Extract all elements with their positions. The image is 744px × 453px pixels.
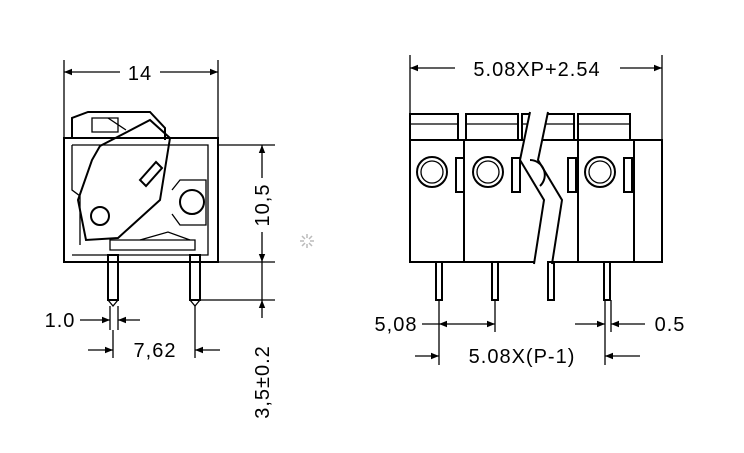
side-pin-left [107, 254, 119, 301]
front-slot-3 [567, 157, 577, 193]
loading-spinner-icon [300, 234, 314, 248]
pin-spacing-dimension: 7,62 [134, 340, 177, 362]
front-hole-3 [529, 159, 546, 187]
front-cap-4 [577, 113, 631, 141]
front-cap-2 [465, 113, 519, 141]
front-hole-4 [584, 156, 616, 188]
front-hole-1 [416, 156, 448, 188]
pin-length-dimension: 3,5±0.2 [252, 345, 274, 419]
side-hole-left [90, 206, 110, 226]
span-dimension: 5.08X(P-1) [469, 346, 576, 368]
total-width-dimension: 5.08XP+2.54 [473, 59, 600, 81]
side-width-dimension: 14 [128, 63, 152, 85]
side-pin-right [189, 254, 201, 301]
front-hole-2 [472, 156, 504, 188]
side-view: 14 10,5 3,5±0.2 1.0 7,62 [45, 60, 275, 419]
side-lever-arm [76, 118, 172, 242]
side-lever-slot [138, 160, 164, 188]
front-pin-4 [603, 261, 611, 301]
front-slot-1 [455, 157, 465, 193]
front-slot-4 [623, 157, 633, 193]
front-pin-1 [435, 261, 443, 301]
front-view: 5.08XP+2.54 5,08 0.5 5.08X(P-1) [375, 55, 686, 368]
pitch-dimension: 5,08 [375, 314, 418, 336]
pin-width-dimension: 1.0 [45, 310, 76, 332]
side-cap-slot [91, 117, 119, 133]
break-line-left [518, 111, 546, 265]
pin-thickness-dimension: 0.5 [655, 314, 686, 336]
break-line-right [536, 111, 564, 265]
front-cap-1 [409, 113, 459, 141]
side-lever-cap [71, 111, 166, 140]
front-slot-2 [511, 157, 521, 193]
front-pin-3 [547, 261, 555, 301]
side-height-dimension: 10,5 [252, 184, 274, 227]
side-hole-right [179, 189, 205, 215]
front-pin-2 [491, 261, 499, 301]
